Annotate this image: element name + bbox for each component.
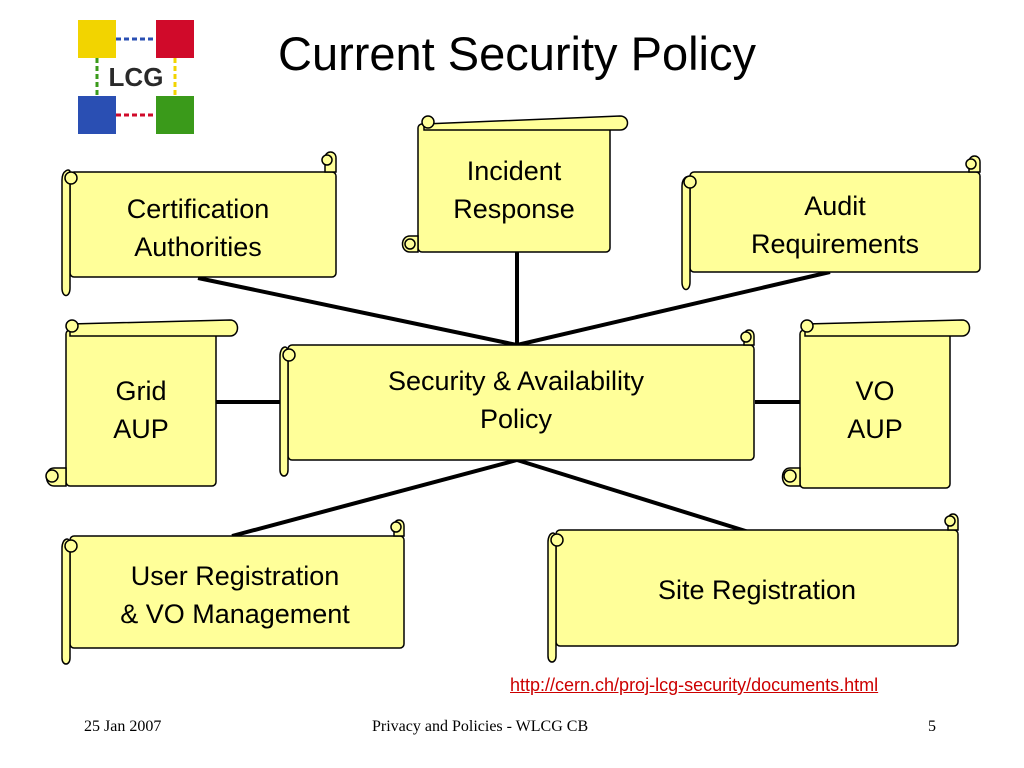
- scroll-user-registration: [61, 519, 405, 665]
- scroll-grid-aup: [45, 319, 239, 487]
- slide-number: 5: [928, 718, 936, 735]
- footer-center: Privacy and Policies - WLCG CB: [372, 718, 589, 735]
- scroll-certification-authorities-label: Certification Authorities: [126, 194, 270, 262]
- scroll-vo-aup-label: VO AUP: [847, 376, 903, 444]
- scroll-audit-requirements: [681, 155, 981, 291]
- scroll-audit-requirements-label: Audit Requirements: [750, 191, 920, 259]
- scroll-security-availability-policy: [279, 329, 755, 477]
- scroll-site-registration: [547, 513, 959, 663]
- scroll-vo-aup: [781, 319, 971, 489]
- scroll-user-registration-label: User Registration & VO Management: [120, 561, 350, 629]
- scroll-security-availability-policy-label: Security & Availability Policy: [387, 366, 645, 434]
- logo-text: LCG: [109, 62, 164, 92]
- connector-lines: [197, 252, 831, 538]
- scroll-incident-response-label: Incident Response: [453, 156, 575, 224]
- scroll-incident-response: [401, 115, 629, 253]
- scroll-certification-authorities: [61, 151, 337, 297]
- scroll-grid-aup-label: Grid AUP: [113, 376, 169, 444]
- scroll-site-registration-label: Site Registration: [657, 575, 857, 605]
- documents-link[interactable]: http://cern.ch/proj-lcg-security/documen…: [510, 675, 879, 695]
- page-title: Current Security Policy: [278, 27, 756, 80]
- footer-date: 25 Jan 2007: [84, 718, 162, 735]
- lcg-logo: LCG: [78, 20, 194, 134]
